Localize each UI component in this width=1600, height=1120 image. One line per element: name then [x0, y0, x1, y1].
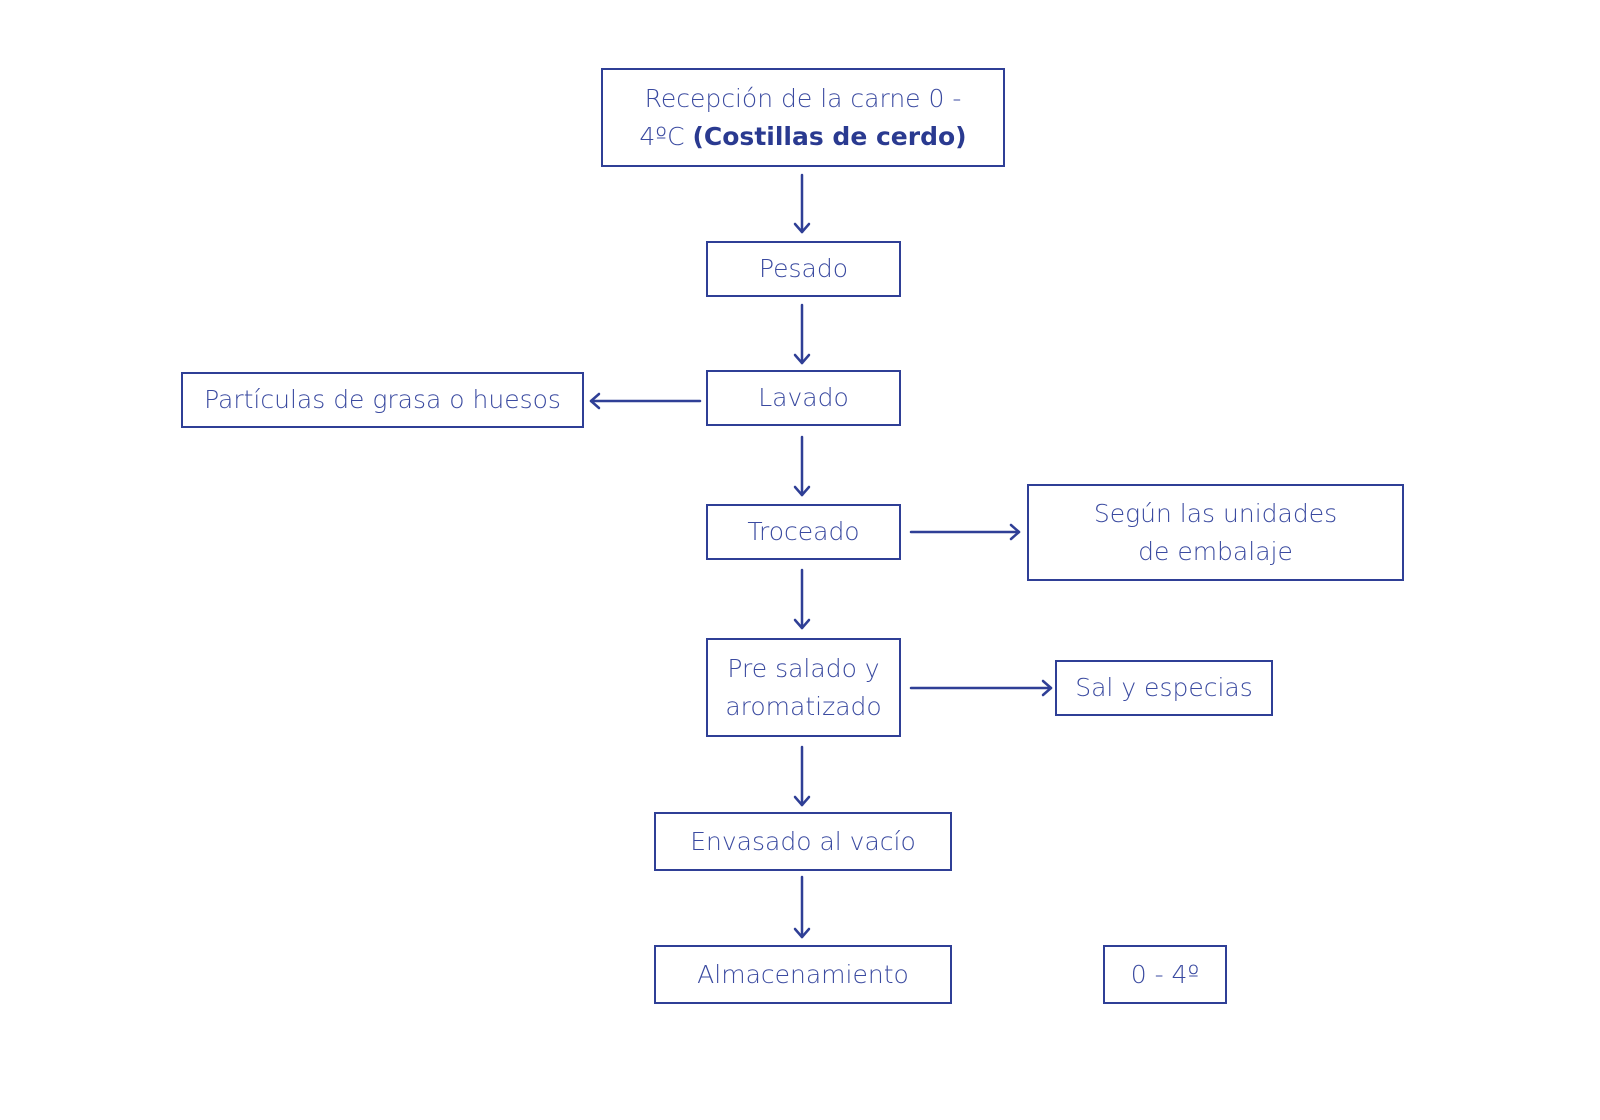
node-storage-temp: 0 - 4º	[1103, 945, 1227, 1004]
arrow-presalado-to-sal	[909, 679, 1053, 697]
presalado-line1: Pre salado y	[727, 653, 880, 683]
storage-temp-label: 0 - 4º	[1130, 959, 1200, 989]
node-sal-especias: Sal y especias	[1055, 660, 1273, 716]
reception-temp-start: 0 -	[928, 83, 962, 113]
node-particulas: Partículas de grasa o huesos	[181, 372, 584, 428]
node-envasado: Envasado al vacío	[654, 812, 952, 871]
arrow-lavado-to-particulas	[589, 392, 702, 410]
arrow-troceado-to-presalado	[793, 568, 811, 630]
node-pesado: Pesado	[706, 241, 901, 297]
lavado-label: Lavado	[758, 383, 849, 412]
node-segun-unidades: Según las unidades de embalaje	[1027, 484, 1404, 581]
node-presalado: Pre salado y aromatizado	[706, 638, 901, 737]
reception-product: (Costillas de cerdo)	[692, 121, 967, 151]
node-lavado: Lavado	[706, 370, 901, 426]
arrow-troceado-to-segun	[909, 523, 1021, 541]
troceado-label: Troceado	[747, 517, 860, 546]
particulas-label: Partículas de grasa o huesos	[204, 385, 561, 414]
node-troceado: Troceado	[706, 504, 901, 560]
envasado-label: Envasado al vacío	[690, 826, 916, 856]
arrow-presalado-to-envasado	[793, 745, 811, 807]
node-reception: Recepción de la carne 0 - 4ºC (Costillas…	[601, 68, 1005, 167]
presalado-line2: aromatizado	[725, 691, 882, 721]
arrow-envasado-to-almacenamiento	[793, 875, 811, 939]
node-almacenamiento: Almacenamiento	[654, 945, 952, 1004]
reception-label: Recepción de la carne	[644, 83, 921, 113]
segun-line1: Según las unidades	[1093, 498, 1338, 528]
arrow-lavado-to-troceado	[793, 435, 811, 497]
arrow-reception-to-pesado	[793, 173, 811, 234]
segun-line2: de embalaje	[1138, 536, 1293, 566]
pesado-label: Pesado	[758, 254, 849, 283]
reception-temp-end: 4ºC	[639, 121, 693, 151]
sal-label: Sal y especias	[1075, 673, 1253, 702]
almacenamiento-label: Almacenamiento	[697, 959, 909, 989]
arrow-pesado-to-lavado	[793, 303, 811, 365]
